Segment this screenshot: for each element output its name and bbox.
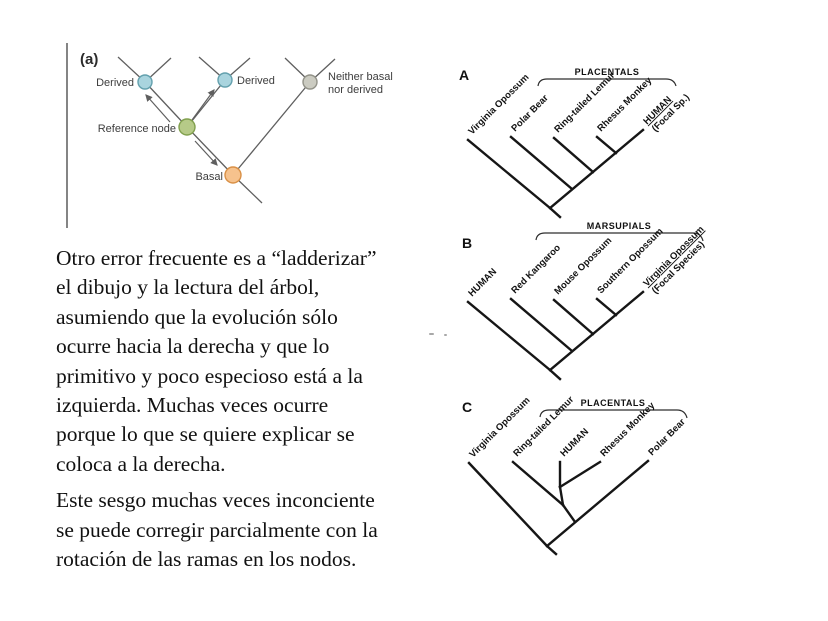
scan-artifact bbox=[429, 333, 434, 335]
body-text: Otro error frecuente es a “ladderizar” e… bbox=[56, 244, 451, 574]
text-line: rotación de las ramas en los nodos. bbox=[56, 547, 357, 572]
cladogram-a-letter: A bbox=[459, 67, 469, 83]
scan-artifact bbox=[444, 334, 447, 336]
branch-virginia-opossum bbox=[467, 461, 549, 548]
derived-node-left bbox=[137, 74, 153, 90]
text-line: Este sesgo muchas veces inconciente bbox=[56, 488, 375, 513]
arrow-to-derived-right bbox=[191, 89, 215, 121]
root-branch bbox=[545, 544, 558, 556]
taxon-label: HUMAN bbox=[558, 426, 591, 459]
root-branch bbox=[548, 206, 562, 219]
basal-derived-concept-diagram: (a) Derived Derived Neither basal nor de… bbox=[66, 43, 393, 228]
branch-ring-tailed-lemur bbox=[552, 136, 595, 174]
backbone-branch bbox=[545, 459, 650, 548]
human-monkey-stem bbox=[558, 485, 565, 507]
backbone-branch bbox=[548, 290, 645, 372]
text-line: porque lo que se quiere explicar se bbox=[56, 422, 355, 447]
text-line: izquierda. Muchas veces ocurre bbox=[56, 393, 329, 418]
branch-southern-opossum bbox=[595, 297, 618, 317]
branch-polar-bear bbox=[509, 135, 574, 191]
taxon-label: Polar Bear bbox=[509, 93, 551, 135]
reference-node bbox=[178, 118, 196, 136]
root-branch bbox=[548, 368, 562, 381]
focal-taxon-label: HUMAN (Focal Sp.) bbox=[641, 84, 692, 135]
branch-rhesus-monkey bbox=[595, 135, 618, 155]
branch-ring-tailed-lemur bbox=[511, 460, 565, 507]
reference-node-label: Reference node bbox=[98, 123, 176, 135]
branch-mouse-opossum bbox=[552, 298, 595, 336]
taxon-label: Polar Bear bbox=[646, 417, 688, 459]
text-line: se puede corregir parcialmente con la bbox=[56, 517, 378, 542]
neither-node bbox=[302, 74, 318, 90]
arrow-to-basal bbox=[194, 140, 218, 166]
branch-red-kangaroo bbox=[509, 297, 574, 353]
branch bbox=[186, 126, 234, 176]
neither-label-line1: Neither basal bbox=[328, 71, 393, 83]
text-line: ocurre hacia la derecha y que lo bbox=[56, 334, 330, 359]
text-line: Otro error frecuente es a “ladderizar” bbox=[56, 246, 377, 270]
group-bracket bbox=[537, 78, 677, 87]
derived-node-right bbox=[217, 72, 233, 88]
cladogram-b-group-label: MARSUPIALS bbox=[587, 221, 652, 231]
arrow-to-derived-left bbox=[145, 94, 171, 123]
neither-label-line2: nor derived bbox=[328, 84, 383, 96]
branch-virginia-opossum bbox=[466, 138, 552, 210]
text-line: el dibujo y la lectura del árbol, bbox=[56, 275, 320, 300]
text-line: primitivo y poco especioso está a la bbox=[56, 363, 363, 388]
branch bbox=[232, 81, 311, 176]
cladogram-c: C PLACENTALS Virginia Opossum Ring-taile… bbox=[462, 394, 688, 556]
cladogram-c-group-label: PLACENTALS bbox=[581, 398, 646, 408]
branch bbox=[144, 81, 188, 128]
group-bracket bbox=[535, 232, 704, 242]
cladogram-b: B MARSUPIALS HUMAN Red Kangaroo Mouse Op… bbox=[462, 221, 707, 381]
basal-label: Basal bbox=[195, 171, 223, 183]
branch-human bbox=[466, 300, 552, 372]
cladogram-c-letter: C bbox=[462, 399, 472, 415]
panel-label: (a) bbox=[80, 51, 98, 68]
derived-right-label: Derived bbox=[237, 75, 275, 87]
backbone-branch bbox=[548, 128, 645, 210]
text-line: coloca a la derecha. bbox=[56, 451, 226, 476]
text-line: asumiendo que la evolución sólo bbox=[56, 304, 338, 329]
cladogram-a: A PLACENTALS Virginia Opossum Polar Bear… bbox=[459, 67, 692, 219]
clade-stem bbox=[561, 503, 577, 524]
paragraph-1: Otro error frecuente es a “ladderizar” e… bbox=[56, 244, 451, 479]
group-bracket bbox=[539, 409, 688, 419]
cladogram-a-group-label: PLACENTALS bbox=[575, 67, 640, 77]
derived-left-label: Derived bbox=[96, 77, 134, 89]
taxon-label: HUMAN bbox=[466, 266, 499, 299]
basal-node bbox=[224, 166, 242, 184]
branch-rhesus-monkey bbox=[558, 460, 602, 489]
paragraph-2: Este sesgo muchas veces inconciente se p… bbox=[56, 486, 451, 574]
cladogram-b-letter: B bbox=[462, 235, 472, 251]
